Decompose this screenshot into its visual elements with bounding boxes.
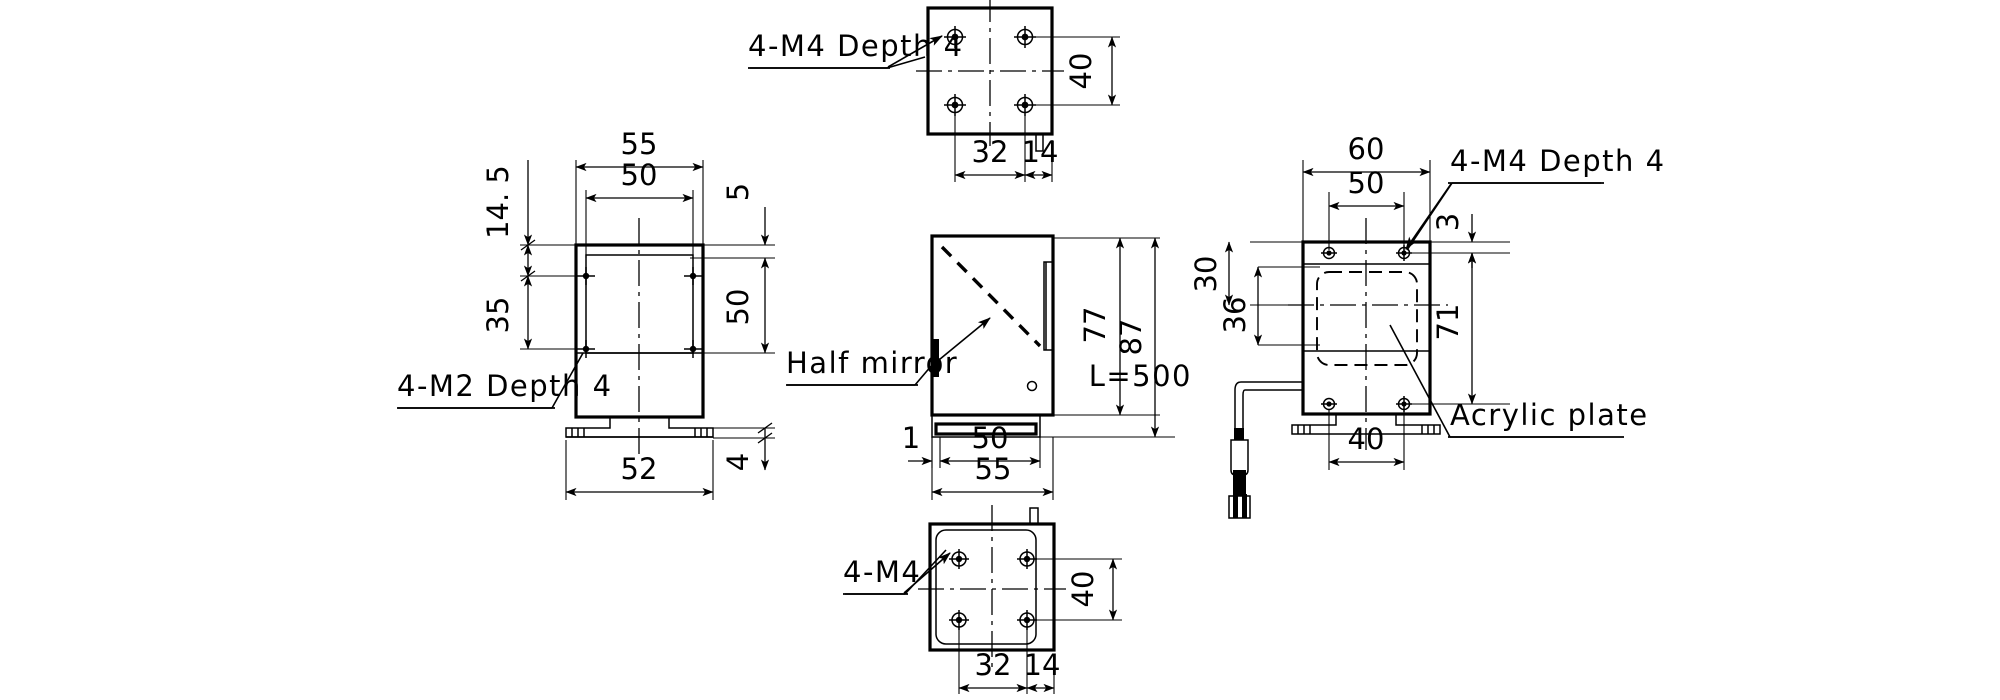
dim-label-front-5: 5 (721, 183, 755, 201)
tapped-hole-symbol (949, 549, 969, 569)
dim-label-top-40: 40 (1064, 53, 1098, 90)
dim-label-side-77: 77 (1078, 307, 1112, 344)
dim-label-front-50w: 50 (621, 158, 658, 192)
side-view-body-outline (930, 234, 1055, 417)
leader-arrow-top-tap (887, 35, 943, 68)
dim-label-bottom-32: 32 (975, 648, 1012, 682)
note-rear-tap: 4-M4 Depth 4 (1450, 144, 1666, 178)
side-view-small-hole (1026, 380, 1038, 392)
front-view-body-outline (574, 243, 705, 419)
dim-label-side-1: 1 (902, 421, 920, 455)
top-view-connector-nub (1035, 134, 1044, 152)
front-view-base-slots (571, 428, 708, 437)
rear-view-cable (1228, 381, 1303, 519)
rear-view-base-slots (1297, 425, 1435, 434)
bottom-view: 40 32 14 4-M4 (843, 505, 1122, 694)
leader-line (914, 364, 933, 386)
side-view: 77 87 1 50 55 Half mirror (786, 234, 1175, 500)
bottom-view-tapped-holes (949, 549, 1037, 630)
dim-label-front-55: 55 (621, 127, 658, 161)
dim-label-front-50h: 50 (721, 289, 755, 326)
leader-arrow-bottom-tap (903, 552, 951, 594)
bottom-view-inner-plate (935, 529, 1037, 645)
tapped-hole-symbol (944, 26, 966, 48)
leader-line (886, 56, 926, 69)
tapped-hole-symbol (1321, 397, 1337, 411)
dim-label-top-32: 32 (972, 135, 1009, 169)
bottom-view-connector-nub (1029, 507, 1039, 524)
note-cable-length: L=500 (1089, 359, 1192, 393)
tapped-hole-symbol (684, 267, 702, 285)
note-half-mirror: Half mirror (786, 346, 958, 380)
dim-label-rear-3: 3 (1431, 213, 1465, 231)
dim-label-rear-50: 50 (1348, 166, 1385, 200)
tapped-hole-symbol (684, 340, 702, 358)
side-view-base-plate (931, 414, 1041, 438)
dim-label-top-14: 14 (1022, 135, 1059, 169)
leader-line (551, 352, 584, 409)
note-bottom-tap: 4-M4 (843, 555, 921, 589)
tapped-hole-symbol (1396, 396, 1412, 412)
dim-label-side-87: 87 (1114, 319, 1148, 356)
dim-label-front-14p5: 14. 5 (481, 165, 515, 239)
front-view: 55 50 14. 5 35 5 5 (397, 127, 775, 500)
note-top-tap: 4-M4 Depth 4 (748, 29, 964, 63)
dim-label-rear-60: 60 (1348, 132, 1385, 166)
rear-view: 60 50 3 30 36 71 (1089, 132, 1666, 519)
side-view-base-inner (934, 422, 1038, 436)
dim-label-rear-40: 40 (1348, 422, 1385, 456)
rear-view-tapped-holes (1321, 245, 1412, 412)
side-view-right-slot (1043, 261, 1053, 351)
note-front-tap: 4-M2 Depth 4 (397, 369, 613, 403)
dim-label-bottom-14: 14 (1024, 648, 1061, 682)
dim-label-side-50: 50 (972, 421, 1009, 455)
leader-line (1389, 324, 1451, 438)
dim-tick (757, 422, 773, 434)
leader-arrow-half-mirror (933, 317, 991, 365)
dim-label-side-55: 55 (975, 452, 1012, 486)
dim-label-bottom-40: 40 (1066, 571, 1100, 608)
top-view: 40 32 14 4-M4 Depth 4 (748, 0, 1120, 182)
leader-arrow-rear-tap (1405, 183, 1452, 250)
dim-label-front-52: 52 (621, 452, 658, 486)
dim-label-rear-30: 30 (1189, 256, 1223, 293)
dim-label-rear-71: 71 (1431, 304, 1465, 341)
side-view-half-mirror-line (940, 245, 1042, 348)
note-acrylic-plate: Acrylic plate (1450, 398, 1649, 432)
dim-label-rear-36: 36 (1218, 297, 1252, 334)
dim-label-front-4: 4 (721, 453, 755, 471)
side-view-mirror-edge (932, 339, 939, 377)
dim-label-front-35: 35 (481, 297, 515, 334)
rear-view-acrylic-hidden-outline (1316, 271, 1418, 366)
